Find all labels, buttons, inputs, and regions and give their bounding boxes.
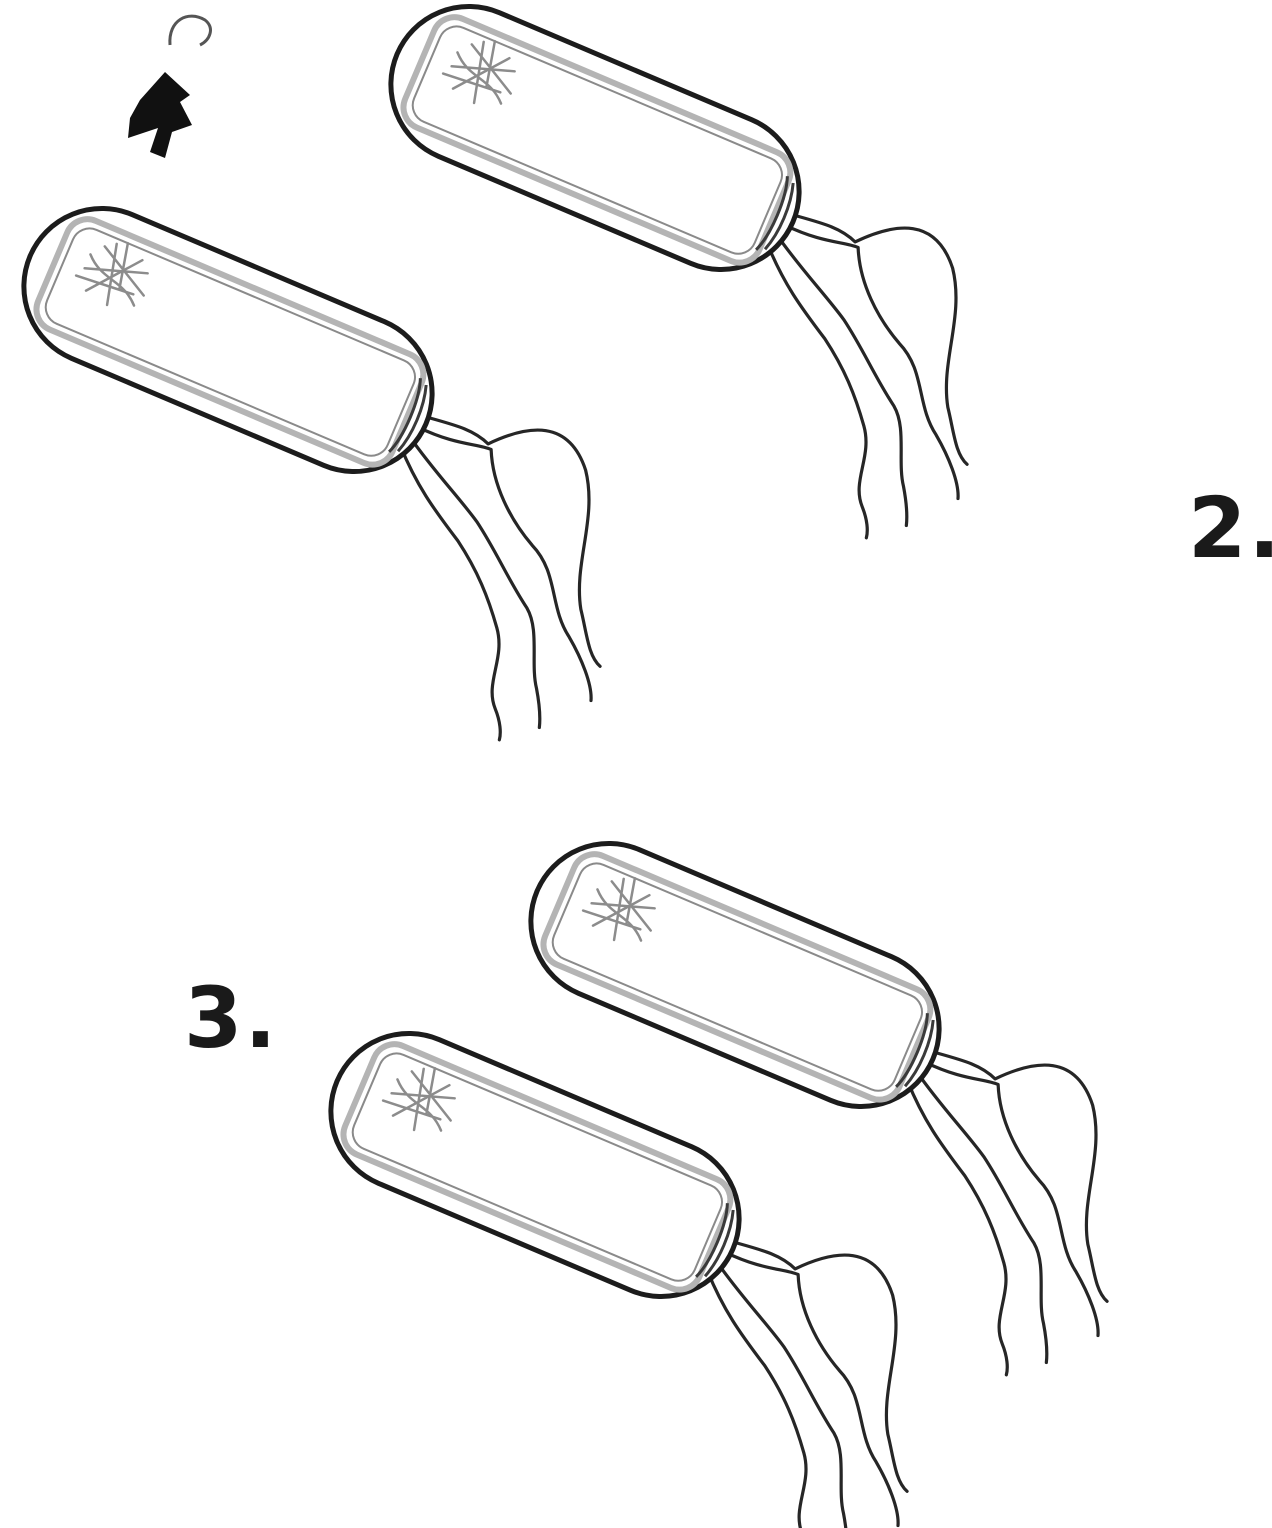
up-arrow-icon xyxy=(128,16,210,158)
bacterium-upper-left xyxy=(0,184,696,767)
step-label-3: 3. xyxy=(184,976,278,1060)
bacterium-upper-right xyxy=(295,0,1063,565)
step-label-2: 2. xyxy=(1188,486,1272,570)
